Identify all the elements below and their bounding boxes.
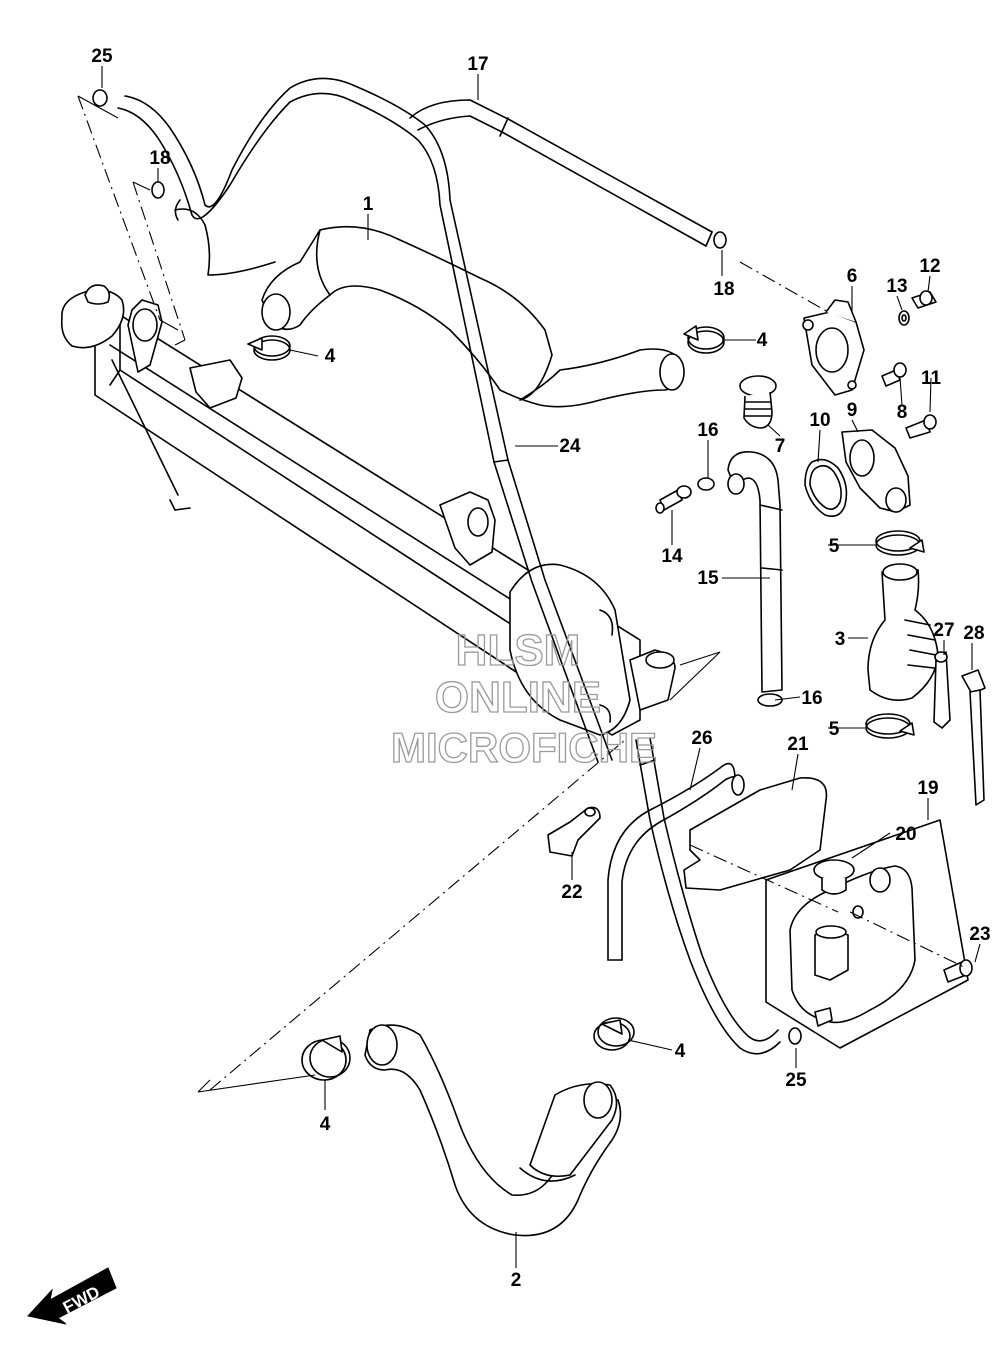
leader-lines (101, 66, 981, 1268)
thermostat-7 (739, 375, 777, 429)
callout-labels: 25 17 18 1 18 6 13 12 4 4 11 8 9 10 7 24… (91, 46, 990, 1291)
callout-4-bottom-left: 4 (320, 1114, 331, 1135)
tie-27 (933, 651, 951, 729)
bolt-11 (905, 414, 937, 439)
watermark-line-1: HLSM (456, 626, 581, 675)
reservoir-hose-26 (607, 762, 745, 961)
callout-15: 15 (697, 568, 719, 589)
callout-18-left: 18 (149, 148, 170, 169)
radiator (60, 284, 676, 736)
clamp-5-lower (865, 713, 915, 739)
lower-radiator-hose (364, 1024, 622, 1237)
bolt-14 (655, 485, 692, 514)
bolt-23 (943, 959, 973, 983)
callout-5-top: 5 (829, 536, 840, 557)
callout-22: 22 (561, 882, 582, 903)
reservoir-tank-19 (765, 819, 969, 1049)
callout-2: 2 (511, 1270, 522, 1291)
tie-28 (961, 669, 986, 806)
clamp-4-bottom (593, 1017, 635, 1051)
callout-16-top: 16 (697, 420, 718, 441)
upper-radiator-hose (261, 225, 685, 408)
callout-25-top: 25 (91, 46, 113, 67)
clamp-4-top (247, 335, 291, 361)
callout-8: 8 (897, 402, 908, 423)
explosion-lines (77, 95, 967, 1093)
callout-24: 24 (559, 436, 581, 457)
bracket-22 (547, 806, 601, 857)
bolt-8 (881, 362, 907, 387)
callout-16-bottom: 16 (801, 688, 822, 709)
thermostat-housing-6 (802, 299, 865, 396)
callout-1: 1 (363, 194, 374, 215)
callout-4-right: 4 (757, 330, 768, 351)
clamp-5-upper (875, 530, 925, 556)
clamp-4-right (683, 325, 725, 354)
callout-19: 19 (917, 778, 938, 799)
callout-28: 28 (963, 623, 984, 644)
washer-13 (898, 310, 910, 326)
thermostat-cover-9 (841, 429, 911, 513)
bypass-hose-15 (727, 451, 783, 693)
reservoir-cover-21 (683, 777, 828, 891)
clamp-4-left (301, 1035, 351, 1081)
breather-hose-17 (409, 99, 713, 247)
callout-3: 3 (835, 629, 846, 650)
watermark-line-2: ONLINE (435, 673, 601, 722)
callout-12: 12 (919, 256, 940, 277)
water-hose-3 (867, 563, 939, 701)
callout-10: 10 (809, 410, 830, 431)
callout-14: 14 (661, 546, 683, 567)
callout-7: 7 (775, 436, 786, 457)
callout-13: 13 (886, 276, 907, 297)
callout-11: 11 (921, 368, 942, 389)
overflow-hose-24 (117, 77, 613, 763)
callout-5-bottom: 5 (829, 719, 840, 740)
callout-17: 17 (467, 54, 488, 75)
reservoir-cap-20 (813, 859, 855, 895)
fwd-arrow-icon: FWD (27, 1267, 117, 1325)
bolt-12 (911, 290, 937, 309)
callout-25-bottom: 25 (785, 1070, 807, 1091)
watermark-line-3: MICROFICHE (391, 724, 657, 771)
callout-4-top: 4 (325, 346, 336, 367)
callout-6: 6 (847, 266, 858, 287)
drain-hose-25 (635, 737, 781, 1055)
callout-9: 9 (847, 400, 858, 421)
callout-26: 26 (691, 728, 712, 749)
watermark: HLSM ONLINE MICROFICHE (390, 625, 657, 771)
callout-4-bottom-right: 4 (675, 1041, 686, 1062)
callout-23: 23 (969, 924, 990, 945)
callout-20: 20 (895, 824, 916, 845)
callout-27: 27 (933, 620, 954, 641)
small-clamps (92, 89, 802, 1045)
callout-18-right: 18 (713, 279, 734, 300)
callout-21: 21 (787, 734, 809, 755)
gasket-10 (804, 458, 848, 518)
